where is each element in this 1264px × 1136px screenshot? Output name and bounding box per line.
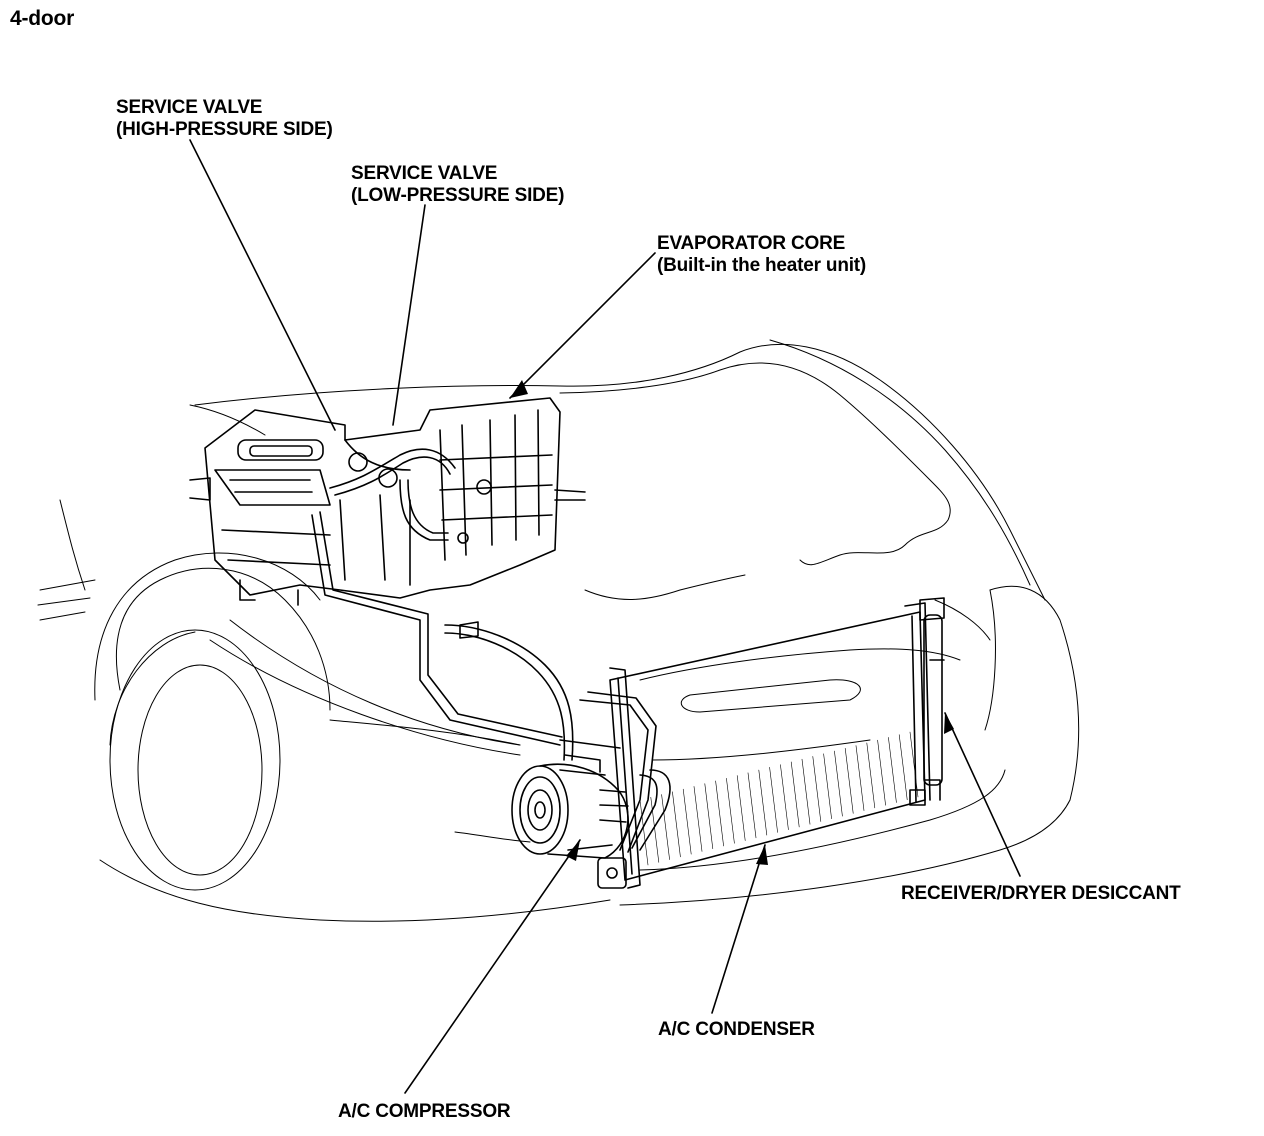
condenser-fin: [866, 742, 876, 809]
condenser-fins: [639, 731, 919, 866]
heater-unit: [189, 397, 586, 606]
condenser-fin: [888, 737, 897, 803]
condenser-fin: [834, 750, 843, 817]
evaporator-core-label: EVAPORATOR CORE (Built-in the heater uni…: [657, 233, 866, 277]
leader-lines: [189, 139, 1021, 1094]
condenser-fin: [812, 756, 822, 822]
condenser-label: A/C CONDENSER: [658, 1019, 815, 1041]
condenser-fin: [801, 758, 811, 825]
condenser-fin: [769, 767, 778, 833]
condenser-fin: [639, 799, 649, 866]
service-valve-low-label: SERVICE VALVE (LOW-PRESSURE SIDE): [351, 163, 564, 207]
condenser: [609, 602, 931, 889]
service-valve-low-label-line2: (LOW-PRESSURE SIDE): [351, 185, 565, 206]
compressor-label-line1: A/C COMPRESSOR: [338, 1101, 511, 1122]
condenser-fin: [790, 761, 800, 828]
condenser-fin: [823, 753, 832, 820]
evaporator-core-label-line2: (Built-in the heater unit): [657, 255, 867, 276]
condenser-fin: [726, 777, 735, 844]
condenser-fin: [844, 748, 854, 814]
condenser-fin: [909, 731, 919, 798]
service-valve-low-label-line1: SERVICE VALVE: [351, 163, 498, 184]
condenser-fin: [661, 794, 670, 860]
leader-arrowheads: [510, 380, 954, 865]
receiver-dryer: [909, 597, 945, 806]
car-body-outline: [37, 339, 1080, 922]
receiver-dryer-label-line1: RECEIVER/DRYER DESICCANT: [901, 883, 1181, 904]
compressor: [511, 739, 629, 889]
service-valve-high-label: SERVICE VALVE (HIGH-PRESSURE SIDE): [116, 97, 333, 141]
page-title: 4-door: [10, 7, 75, 30]
condenser-fin: [682, 788, 692, 855]
evaporator-core-label-line1: EVAPORATOR CORE: [657, 233, 846, 254]
compressor-label: A/C COMPRESSOR: [338, 1101, 511, 1123]
condenser-fin: [736, 775, 746, 841]
condenser-fin: [693, 786, 703, 852]
service-valve-high-label-line2: (HIGH-PRESSURE SIDE): [116, 119, 333, 140]
condenser-fin: [704, 783, 714, 849]
condenser-fin: [672, 791, 681, 858]
condenser-fin: [780, 764, 789, 830]
service-valve-high-label-line1: SERVICE VALVE: [116, 97, 263, 118]
condenser-fin: [747, 772, 757, 839]
condenser-fin: [758, 769, 768, 836]
condenser-fin: [715, 780, 724, 847]
receiver-dryer-label: RECEIVER/DRYER DESICCANT: [901, 883, 1181, 905]
condenser-fin: [855, 745, 865, 811]
condenser-label-line1: A/C CONDENSER: [658, 1019, 815, 1040]
condenser-fin: [898, 734, 908, 801]
condenser-fin: [877, 739, 886, 806]
condenser-fin: [650, 796, 660, 863]
